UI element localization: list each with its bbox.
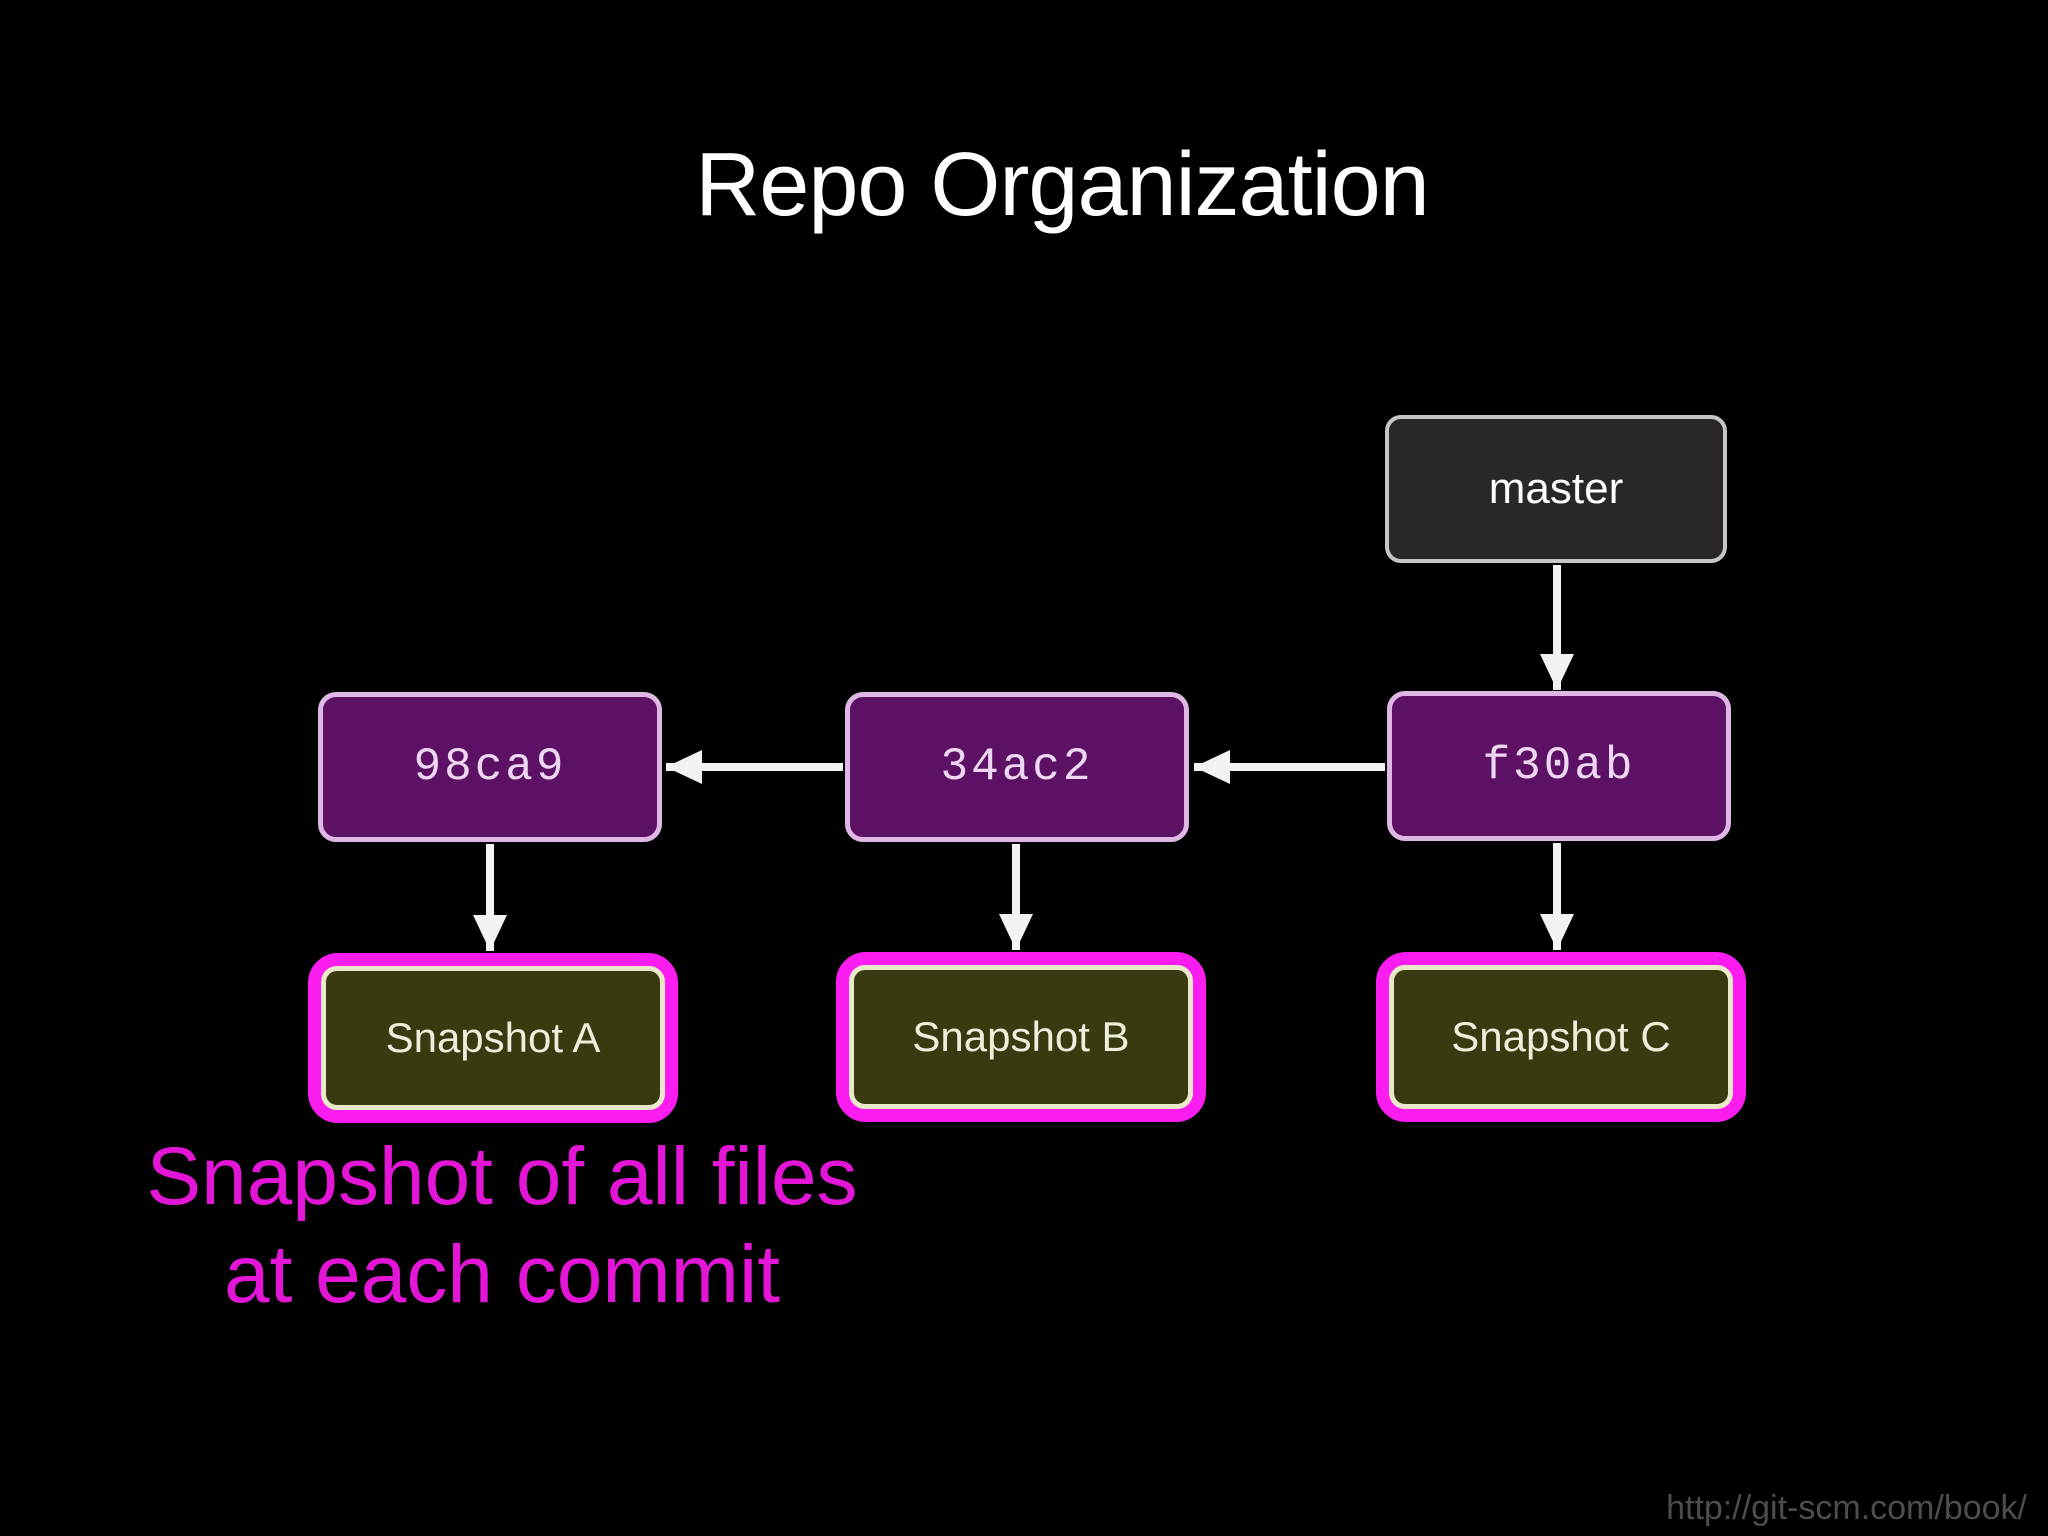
branch-box-master: master xyxy=(1385,415,1727,563)
snapshot-inner-box: Snapshot B xyxy=(849,965,1193,1109)
snapshot-box-c: Snapshot C xyxy=(1376,952,1746,1122)
commit-box-f30ab: f30ab xyxy=(1387,691,1731,841)
branch-label: master xyxy=(1488,464,1624,513)
commit-box-98ca9: 98ca9 xyxy=(318,692,662,842)
snapshot-box-b: Snapshot B xyxy=(836,952,1206,1122)
annotation-line-1: Snapshot of all files xyxy=(146,1131,858,1222)
footer-url: http://git-scm.com/book/ xyxy=(1666,1489,2027,1527)
snapshot-label: Snapshot B xyxy=(912,1013,1130,1060)
snapshot-box-a: Snapshot A xyxy=(308,953,678,1123)
snapshot-label: Snapshot A xyxy=(385,1014,601,1061)
snapshot-inner-box: Snapshot A xyxy=(321,966,665,1110)
snapshot-label: Snapshot C xyxy=(1451,1013,1671,1060)
commit-id-label: 34ac2 xyxy=(940,741,1094,793)
snapshot-inner-box: Snapshot C xyxy=(1389,965,1733,1109)
commit-id-label: 98ca9 xyxy=(413,741,567,793)
slide-title: Repo Organization xyxy=(695,135,1429,235)
commit-id-label: f30ab xyxy=(1482,740,1636,792)
annotation-line-2: at each commit xyxy=(224,1229,780,1320)
commit-box-34ac2: 34ac2 xyxy=(845,692,1189,842)
annotation-text: Snapshot of all files at each commit xyxy=(146,1128,857,1324)
